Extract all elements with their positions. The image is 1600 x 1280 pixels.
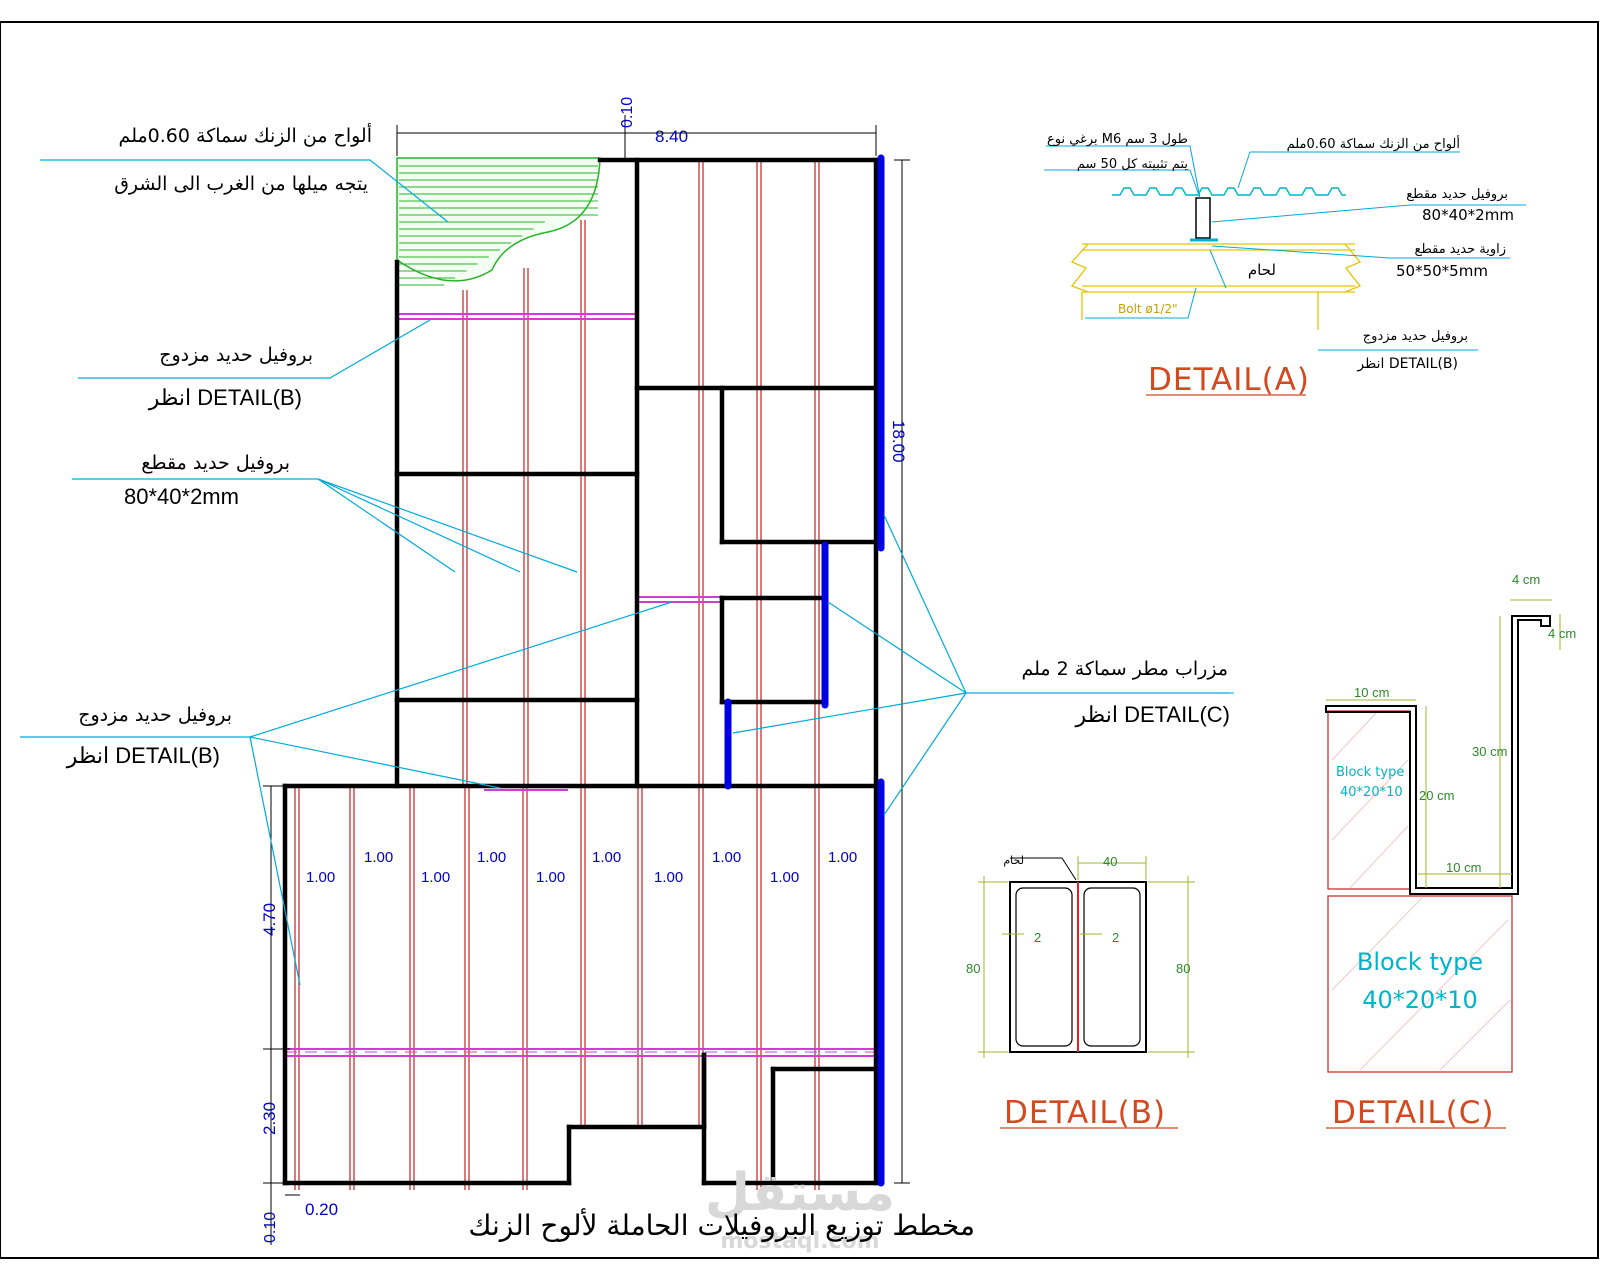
detail-c-dim-width: 10 cm (1354, 685, 1389, 700)
detail-b-thick-left: 2 (1034, 930, 1041, 945)
detail-b-title: DETAIL(B) (1004, 1095, 1166, 1131)
double-profile-note-2: بروفيل حديد مزدوج (78, 704, 232, 726)
detail-a-profile-size: 80*40*2mm (1422, 206, 1514, 224)
spacing-label: 1.00 (306, 869, 335, 886)
spacing-label: 1.00 (712, 849, 741, 866)
spacing-label: 1.00 (536, 869, 565, 886)
double-profiles (285, 313, 875, 1057)
detail-b-thick-right: 2 (1112, 930, 1119, 945)
detail-c-dim-lip: 4 cm (1548, 626, 1576, 641)
detail-a-angle-note: زاوية حديد مقطع (1415, 242, 1506, 257)
detail-b-width: 40 (1103, 854, 1117, 869)
detail-c-block-large-1: Block type (1357, 948, 1483, 976)
gutter-note: مزراب مطر سماكة 2 ملم (1021, 658, 1228, 680)
detail-a-double-ref: انظر DETAIL(B) (1356, 356, 1458, 372)
spacing-label: 1.00 (477, 849, 506, 866)
dim-bottom-small: 0.10 (262, 1212, 279, 1243)
gutter-ref: انظر DETAIL(C) (1075, 702, 1230, 728)
spacing-label: 1.00 (828, 849, 857, 866)
dimension-lines (263, 115, 910, 1245)
detail-c-dim-tall: 30 cm (1472, 744, 1507, 759)
double-profile-note-1: بروفيل حديد مزدوج (159, 344, 313, 366)
detail-b: لحام 40 2 2 80 80 DETAIL(B) (966, 854, 1195, 1131)
detail-a-bolt-note: برغي نوع M6 طول 3 سم (1047, 132, 1188, 147)
detail-b-height-right: 80 (1176, 961, 1190, 976)
profile-section (1195, 197, 1211, 239)
dim-right-height: 18.00 (889, 420, 908, 463)
detail-c-block-large-2: 40*20*10 (1362, 986, 1478, 1014)
detail-a-double-note: بروفيل حديد مزدوج (1363, 329, 1468, 344)
detail-b-height-left: 80 (966, 961, 980, 976)
dim-top-small: 0.10 (619, 97, 636, 128)
cut-profile-note: بروفيل حديد مقطع (141, 452, 290, 474)
dim-left-upper: 4.70 (260, 903, 279, 936)
detail-b-weld: لحام (1003, 854, 1024, 867)
detail-a-zinc-note: ألواح من الزنك سماكة 0.60ملم (1287, 135, 1460, 152)
watermark-url: mostaql.com (720, 1229, 879, 1254)
detail-a: برغي نوع M6 طول 3 سم يتم تثبيته كل 50 سم… (1044, 132, 1526, 398)
detail-a-bolt: Bolt ø1/2" (1118, 302, 1178, 316)
detail-c-dim-top: 4 cm (1512, 572, 1540, 587)
detail-a-title: DETAIL(A) (1148, 362, 1310, 398)
zinc-sheet (1112, 187, 1346, 196)
profile-lines-lower (294, 786, 820, 1190)
walls (282, 157, 879, 1186)
leader-lines (20, 159, 1230, 986)
double-profile-ref-1: انظر DETAIL(B) (148, 385, 302, 411)
sheet-border (0, 21, 1599, 1259)
detail-c-dim-bottom: 10 cm (1446, 860, 1481, 875)
detail-c-dim-mid: 20 cm (1419, 788, 1454, 803)
spacing-label: 1.00 (770, 869, 799, 886)
zinc-hatch (396, 157, 601, 286)
zinc-note-2: يتجه ميلها من الغرب الى الشرق (114, 173, 368, 195)
plan-title: مخطط توزيع البروفيلات الحاملة لألوح الزن… (468, 1207, 975, 1242)
roof-plan: 1.00 1.00 1.00 1.00 1.00 1.00 1.00 1.00 … (20, 97, 1230, 1254)
spacing-dimensions: 1.00 1.00 1.00 1.00 1.00 1.00 1.00 1.00 … (306, 849, 857, 886)
detail-c: 4 cm 4 cm 10 cm 30 cm 20 cm 10 cm Block … (1325, 572, 1576, 1131)
dim-left-lower: 2.30 (260, 1102, 279, 1135)
detail-a-weld: لحام (1248, 261, 1276, 279)
cut-profile-size: 80*40*2mm (124, 484, 239, 509)
detail-c-title: DETAIL(C) (1332, 1095, 1494, 1131)
spacing-label: 1.00 (592, 849, 621, 866)
detail-a-fix-note: يتم تثبيته كل 50 سم (1077, 157, 1189, 172)
dim-top-width: 8.40 (655, 127, 688, 146)
gutter-section (1325, 615, 1551, 895)
zinc-note-1: ألواح من الزنك سماكة 0.60ملم (119, 123, 372, 147)
dim-bottom-offset: 0.20 (305, 1200, 338, 1219)
detail-a-angle-size: 50*50*5mm (1396, 262, 1488, 280)
spacing-label: 1.00 (654, 869, 683, 886)
detail-c-block-small-1: Block type (1336, 765, 1404, 780)
double-profile-ref-2: انظر DETAIL(B) (66, 743, 220, 769)
gutters (724, 154, 885, 1187)
watermark-logo: مستقل (705, 1163, 895, 1223)
spacing-label: 1.00 (421, 869, 450, 886)
detail-a-profile-note: بروفيل حديد مقطع (1406, 187, 1508, 202)
spacing-label: 1.00 (364, 849, 393, 866)
detail-c-block-small-2: 40*20*10 (1340, 785, 1403, 800)
